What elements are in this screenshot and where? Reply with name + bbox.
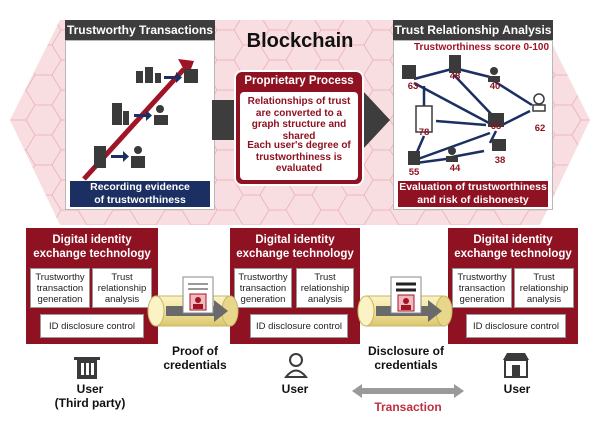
score-node-1: 63	[407, 81, 419, 92]
id-box-3-analysis: Trust relationship analysis	[514, 268, 574, 308]
third-party-building-icon	[74, 357, 100, 379]
score-node-8: 44	[449, 163, 461, 174]
id-box-3-generation: Trustworthy transaction generation	[452, 268, 512, 308]
right-user-label: User	[503, 382, 531, 396]
score-node-7: 55	[408, 167, 420, 178]
score-node-9: 38	[494, 155, 506, 166]
id-box-1-analysis: Trust relationship analysis	[92, 268, 152, 308]
transactions-illustration	[82, 59, 198, 181]
user-person-icon	[284, 353, 308, 378]
id-box-3-disclosure: ID disclosure control	[466, 314, 566, 338]
transaction-arrow	[352, 384, 464, 398]
id-box-1-generation: Trustworthy transaction generation	[30, 268, 90, 308]
credential-document-icon	[182, 276, 214, 314]
middle-user-label: User	[281, 382, 309, 396]
right-panel-footer: Evaluation of trustworthiness and risk o…	[398, 181, 548, 207]
id-box-2-disclosure: ID disclosure control	[250, 314, 348, 338]
left-panel-header: Trustworthy Transactions	[65, 20, 215, 40]
graph-nodes	[402, 55, 546, 165]
id-box-3: Digital identity exchange technology Tru…	[448, 228, 578, 344]
center-panel: Proprietary Process Relationships of tru…	[234, 70, 364, 186]
center-panel-text-2: Each user's degree of trustworthiness is…	[247, 140, 351, 174]
right-panel: Trustworthiness score 0-100	[393, 40, 553, 210]
shop-icon	[503, 353, 529, 378]
transaction-row-1	[136, 67, 198, 83]
left-panel-footer: Recording evidence of trustworthiness	[70, 181, 210, 207]
transaction-label: Transaction	[374, 400, 442, 414]
score-node-6: 62	[534, 123, 546, 134]
transaction-row-3	[94, 146, 145, 168]
id-box-2-analysis: Trust relationship analysis	[296, 268, 354, 308]
disclosure-label: Disclosure of credentials	[367, 344, 445, 372]
disclosed-document-icon	[390, 276, 422, 314]
trust-graph	[402, 55, 546, 165]
proof-label: Proof of credentials	[163, 344, 227, 372]
id-box-2: Digital identity exchange technology Tru…	[230, 228, 360, 344]
page-title: Blockchain	[246, 30, 354, 52]
center-panel-text-1: Relationships of trust are converted to …	[247, 96, 351, 142]
id-box-1: Digital identity exchange technology Tru…	[26, 228, 158, 344]
center-panel-header: Proprietary Process	[244, 75, 354, 87]
third-party-user-label: User (Third party)	[54, 382, 126, 410]
score-node-5: 63	[490, 121, 502, 132]
score-label: Trustworthiness score 0-100	[414, 42, 550, 53]
id-box-2-generation: Trustworthy transaction generation	[234, 268, 292, 308]
id-box-2-title: Digital identity exchange technology	[236, 234, 354, 260]
right-panel-header: Trust Relationship Analysis	[393, 20, 553, 40]
id-box-1-title: Digital identity exchange technology	[33, 234, 151, 260]
score-node-2: 48	[449, 71, 461, 82]
transaction-row-2	[112, 103, 168, 125]
left-panel: Recording evidence of trustworthiness	[65, 40, 215, 210]
id-box-3-title: Digital identity exchange technology	[454, 234, 572, 260]
id-box-1-disclosure: ID disclosure control	[40, 314, 144, 338]
score-node-3: 40	[489, 81, 501, 92]
score-node-4: 78	[418, 127, 430, 138]
